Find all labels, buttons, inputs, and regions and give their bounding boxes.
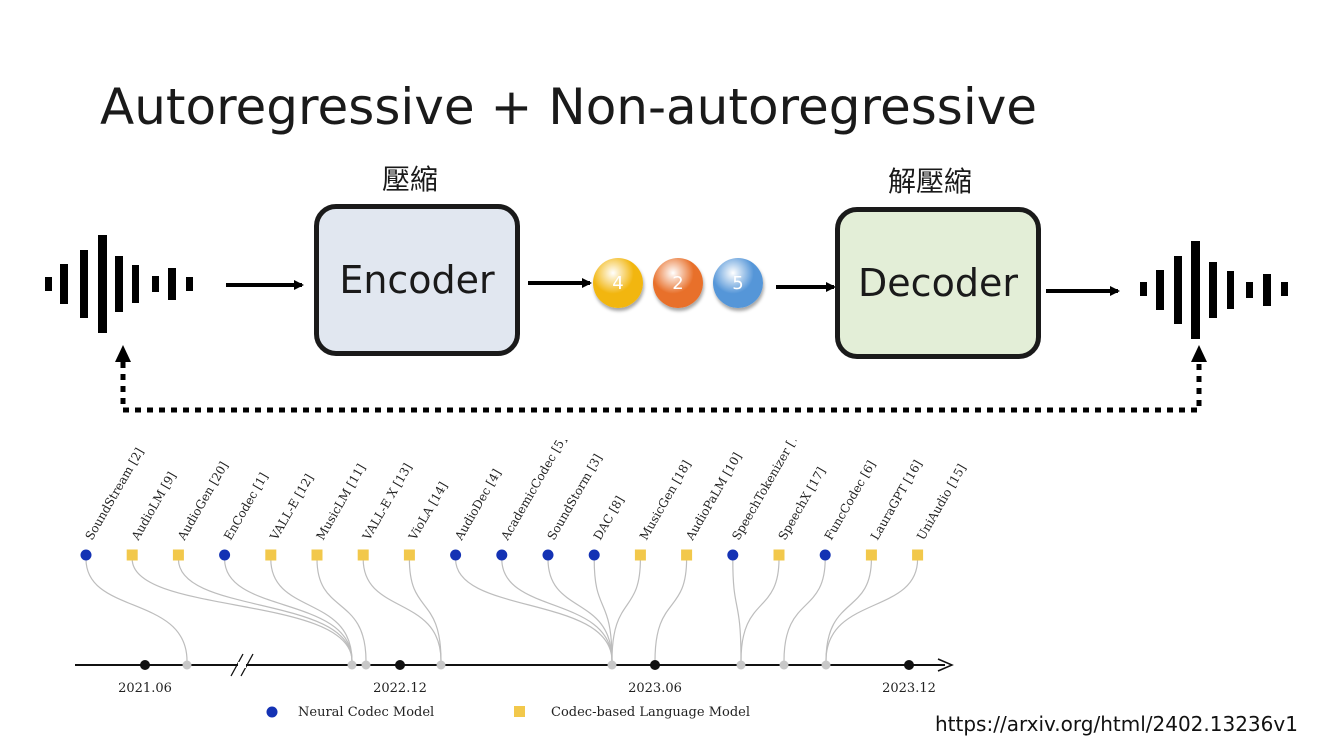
timeline-connector xyxy=(654,558,688,662)
token-value: 4 xyxy=(612,272,624,294)
date-label: 2023.06 xyxy=(628,681,682,696)
model-label: FuncCodec [6] xyxy=(822,458,879,542)
codec-lm-marker xyxy=(403,549,415,561)
timeline-connector xyxy=(177,558,353,662)
neural-codec-marker xyxy=(542,549,554,561)
neural-codec-marker xyxy=(588,549,600,561)
legend-lm-label: Codec-based Language Model xyxy=(551,705,750,720)
token-circle: 4 xyxy=(593,258,643,308)
codec-lm-marker xyxy=(172,549,184,561)
feedback-arrowhead-left-icon xyxy=(115,345,131,362)
codec-lm-marker xyxy=(265,549,277,561)
input-waveform-icon xyxy=(45,235,193,333)
timeline-axis-dot xyxy=(821,660,831,670)
timeline-axis-dot xyxy=(182,660,192,670)
decoder-label: Decoder xyxy=(858,261,1018,305)
timeline-connector xyxy=(783,558,826,662)
codec-lm-marker xyxy=(634,549,646,561)
date-tick-dot xyxy=(140,660,150,670)
codec-lm-marker xyxy=(912,549,924,561)
date-tick-dot xyxy=(395,660,405,670)
axis-arrow-icon xyxy=(937,658,954,672)
axis-break-mark xyxy=(240,653,254,677)
model-label: SpeechX [17] xyxy=(775,465,828,543)
neural-codec-marker xyxy=(819,549,831,561)
neural-codec-marker xyxy=(80,549,92,561)
compress-label: 壓縮 xyxy=(382,163,439,196)
timeline-axis-dot xyxy=(607,660,617,670)
legend-neural-label: Neural Codec Model xyxy=(298,705,434,720)
timeline-connector xyxy=(270,558,353,662)
axis-break-mark xyxy=(230,653,244,677)
timeline-connector xyxy=(611,558,641,662)
timeline-connector xyxy=(732,558,742,662)
feedback-dotted-line xyxy=(120,362,1202,413)
feedback-arrowhead-right-icon xyxy=(1191,345,1207,362)
date-label: 2023.12 xyxy=(882,681,936,696)
token-circle: 5 xyxy=(713,258,763,308)
codec-lm-marker xyxy=(681,549,693,561)
encoder-label: Encoder xyxy=(339,258,495,302)
decompress-label: 解壓縮 xyxy=(888,165,973,198)
codec-lm-marker xyxy=(865,549,877,561)
timeline-connector xyxy=(501,558,613,662)
timeline-axis-dot xyxy=(347,660,357,670)
timeline-axis-dot xyxy=(436,660,446,670)
timeline-connector xyxy=(316,558,367,662)
token-circle: 2 xyxy=(653,258,703,308)
timeline-connector xyxy=(547,558,613,662)
model-label: VALL-E X [13] xyxy=(359,461,415,543)
date-label: 2021.06 xyxy=(118,681,172,696)
codec-lm-marker xyxy=(311,549,323,561)
codec-lm-marker xyxy=(773,549,785,561)
timeline-connector xyxy=(224,558,353,662)
timeline-axis-dot xyxy=(779,660,789,670)
model-label: EnCodec [1] xyxy=(221,470,271,542)
source-url: https://arxiv.org/html/2402.13236v1 xyxy=(935,712,1298,736)
model-label: UniAudio [15] xyxy=(914,462,969,543)
codec-lm-marker xyxy=(357,549,369,561)
axis-break-gap xyxy=(238,662,246,668)
encoder-box: Encoder xyxy=(314,204,520,356)
timeline-connector xyxy=(825,558,872,662)
timeline-connector xyxy=(131,558,353,662)
date-tick-dot xyxy=(904,660,914,670)
legend-lm-marker xyxy=(514,706,525,717)
date-label: 2022.12 xyxy=(373,681,427,696)
timeline-connector xyxy=(408,558,442,662)
timeline-connector xyxy=(455,558,613,662)
output-waveform-icon xyxy=(1140,241,1288,339)
timeline-connector xyxy=(362,558,442,662)
neural-codec-marker xyxy=(450,549,462,561)
model-label: AudioLM [9] xyxy=(128,469,179,543)
neural-codec-marker xyxy=(496,549,508,561)
legend-neural-marker xyxy=(266,706,278,718)
timeline-connector xyxy=(85,558,188,662)
token-value: 5 xyxy=(732,272,744,294)
timeline-axis-dot xyxy=(361,660,371,670)
model-label: DAC [8] xyxy=(591,494,627,543)
neural-codec-marker xyxy=(727,549,739,561)
timeline-axis-dot xyxy=(736,660,746,670)
pipeline-graphic xyxy=(45,235,1288,413)
date-tick-dot xyxy=(650,660,660,670)
codec-lm-marker xyxy=(126,549,138,561)
token-value: 2 xyxy=(672,272,684,294)
timeline-connector xyxy=(825,558,919,662)
model-label: VioLA [14] xyxy=(405,480,450,544)
model-label: AudioDec [4] xyxy=(452,467,504,544)
timeline-connector xyxy=(740,558,780,662)
model-label: AudioGen [20] xyxy=(174,459,231,543)
model-label: VALL-E [12] xyxy=(267,472,316,544)
model-label: MusicLM [11] xyxy=(313,462,368,543)
timeline-connector xyxy=(593,558,613,662)
neural-codec-marker xyxy=(219,549,231,561)
decoder-box: Decoder xyxy=(835,207,1041,359)
slide-title: Autoregressive + Non-autoregressive xyxy=(100,78,1038,136)
